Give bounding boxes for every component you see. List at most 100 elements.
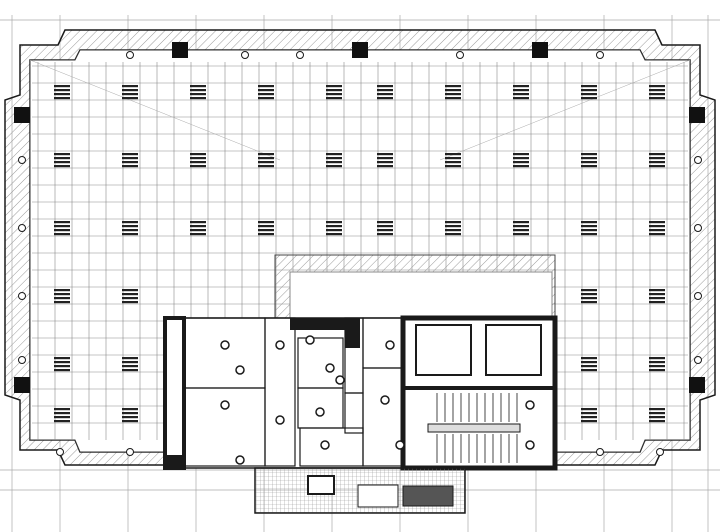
light-fixture (122, 289, 138, 304)
light-fixture (190, 85, 206, 100)
core-wall-block (345, 318, 360, 348)
core-wall-block (290, 318, 345, 330)
light-fixture (445, 153, 461, 168)
entrance-cabinet (357, 484, 399, 508)
light-fixture (258, 153, 274, 168)
corridor-area (289, 271, 553, 319)
downlight (296, 51, 304, 59)
downlight (694, 224, 702, 232)
downlight (395, 440, 405, 450)
light-fixture (445, 221, 461, 236)
core-room (299, 427, 364, 467)
light-fixture (190, 153, 206, 168)
downlight (694, 292, 702, 300)
downlight (126, 448, 134, 456)
downlight (320, 440, 330, 450)
downlight (525, 440, 535, 450)
light-fixture (326, 221, 342, 236)
light-fixture (649, 357, 665, 372)
structural-column (689, 107, 705, 123)
downlight (241, 51, 249, 59)
light-fixture (513, 153, 529, 168)
downlight (18, 292, 26, 300)
downlight (275, 340, 285, 350)
light-fixture (377, 221, 393, 236)
downlight (126, 51, 134, 59)
light-fixture (581, 153, 597, 168)
light-fixture (513, 85, 529, 100)
light-fixture (122, 408, 138, 423)
light-fixture (445, 85, 461, 100)
light-fixture (54, 357, 70, 372)
downlight (456, 51, 464, 59)
structural-column (532, 42, 548, 58)
downlight (656, 448, 664, 456)
light-fixture (54, 85, 70, 100)
elevator-car-1 (415, 324, 472, 376)
downlight (235, 365, 245, 375)
downlight (525, 400, 535, 410)
structural-column (689, 377, 705, 393)
downlight (18, 224, 26, 232)
stair-landing (427, 423, 521, 433)
downlight (275, 415, 285, 425)
light-fixture (122, 357, 138, 372)
entrance-fixture (307, 475, 335, 495)
structural-column (14, 107, 30, 123)
downlight (220, 340, 230, 350)
light-fixtures (18, 51, 702, 456)
light-fixture (513, 221, 529, 236)
downlight (380, 395, 390, 405)
downlight (18, 356, 26, 364)
light-fixture (54, 289, 70, 304)
core-wall-block (165, 455, 184, 468)
light-fixture (649, 153, 665, 168)
core-room (362, 367, 404, 467)
structural-column (172, 42, 188, 58)
downlight (56, 448, 64, 456)
light-fixture (377, 85, 393, 100)
structural-column (14, 377, 30, 393)
downlight (315, 407, 325, 417)
elevator-car-2 (485, 324, 542, 376)
light-fixture (649, 289, 665, 304)
light-fixture (581, 85, 597, 100)
light-fixture (326, 153, 342, 168)
downlight (305, 335, 315, 345)
light-fixture (377, 153, 393, 168)
downlight (596, 448, 604, 456)
light-fixture (649, 221, 665, 236)
downlight (18, 156, 26, 164)
downlight (335, 375, 345, 385)
light-fixture (122, 85, 138, 100)
structural-columns (14, 42, 705, 393)
light-fixture (122, 153, 138, 168)
structural-column (352, 42, 368, 58)
light-fixture (190, 221, 206, 236)
light-fixture (649, 408, 665, 423)
light-fixture (122, 221, 138, 236)
core-room (264, 317, 296, 467)
downlight (596, 51, 604, 59)
light-fixture (581, 221, 597, 236)
light-fixture (581, 289, 597, 304)
downlight (694, 156, 702, 164)
light-fixture (581, 357, 597, 372)
entrance-mat (402, 485, 454, 507)
downlight (325, 363, 335, 373)
guide-line (29, 59, 281, 161)
light-fixture (54, 153, 70, 168)
downlight (385, 340, 395, 350)
light-fixture (326, 85, 342, 100)
guide-line (439, 59, 691, 161)
light-fixture (258, 221, 274, 236)
downlight (220, 400, 230, 410)
building-core (163, 315, 558, 514)
light-fixture (649, 85, 665, 100)
downlight (235, 455, 245, 465)
light-fixture (54, 221, 70, 236)
light-fixture (581, 408, 597, 423)
light-fixture (54, 408, 70, 423)
downlight (694, 356, 702, 364)
